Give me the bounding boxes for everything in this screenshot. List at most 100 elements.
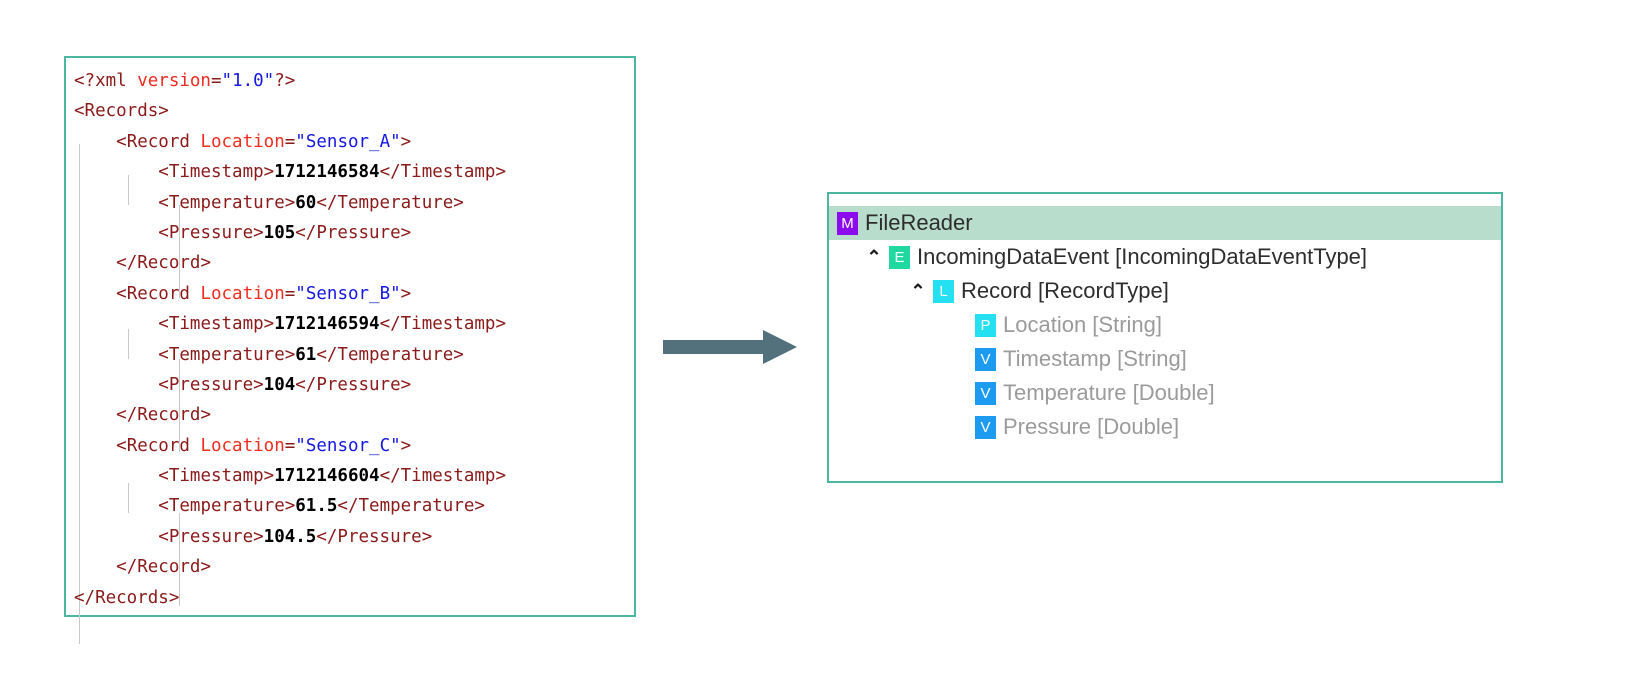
xml-token-txt: 1712146594 (274, 314, 380, 335)
xml-token-tag: > (400, 283, 412, 304)
xml-token-tag: <Record (116, 131, 201, 152)
xml-token-txt: 61 (295, 344, 317, 365)
xml-token-tag: <Record (116, 283, 201, 304)
xml-token-val: "1.0" (221, 71, 275, 91)
tree-row-label: Location [String] (1003, 312, 1162, 337)
xml-token-tag: </Timestamp> (379, 314, 506, 335)
indent-guide (179, 513, 180, 606)
xml-token-tag: <Temperature> (158, 344, 296, 365)
xml-token-txt: 60 (295, 192, 317, 213)
xml-token-attr: Location (200, 131, 285, 152)
indent-guide (179, 205, 180, 298)
xml-token-tag: </Pressure> (316, 526, 433, 547)
tree-row-location[interactable]: P Location [String] (829, 308, 1501, 342)
xml-token-attr: Location (200, 435, 285, 456)
xml-token-txt: 105 (263, 222, 296, 243)
xml-token-tag: </Temperature> (316, 344, 464, 365)
xml-code-line: </Records> (66, 583, 634, 613)
indent-guide (128, 483, 129, 513)
xml-token-txt: 104 (263, 374, 296, 395)
xml-token-tag: </Record> (116, 557, 211, 578)
xml-code-line: <Records> (66, 96, 634, 126)
xml-token-tag: <Temperature> (158, 192, 296, 213)
arrow-right-icon (663, 330, 797, 364)
indent-guide (128, 175, 129, 205)
indent-guide (128, 329, 129, 359)
xml-token-tag: <Pressure> (158, 222, 264, 243)
tree-row-temperature[interactable]: V Temperature [Double] (829, 376, 1501, 410)
node-type-badge-icon: L (933, 279, 954, 303)
xml-token-tag: <Timestamp> (158, 162, 275, 183)
xml-token-txt: 61.5 (295, 496, 338, 517)
xml-token-attr: Location (200, 283, 285, 304)
xml-code-line: <Temperature>61.5</Temperature> (66, 491, 634, 521)
xml-code-line: </Record> (66, 248, 634, 278)
xml-code-line: <Record Location="Sensor_C"> (66, 431, 634, 461)
xml-token-tag: <Timestamp> (158, 466, 275, 487)
xml-code-line: <Pressure>104</Pressure> (66, 370, 634, 400)
xml-code-line: </Record> (66, 552, 634, 582)
node-type-badge-icon: V (975, 347, 996, 371)
tree-row-label: Temperature [Double] (1003, 380, 1215, 405)
xml-token-tag: <?xml (74, 71, 138, 91)
xml-token-tag: <Records> (74, 101, 169, 122)
tree-row-pressure[interactable]: V Pressure [Double] (829, 410, 1501, 444)
xml-token-tag: <Record (116, 435, 201, 456)
xml-token-val: "Sensor_B" (295, 283, 401, 304)
xml-code-lines: <?xml version="1.0"?><Records> <Record L… (66, 66, 634, 613)
xml-token-txt: 1712146604 (274, 466, 380, 487)
tree-row-filereader[interactable]: M FileReader (829, 206, 1501, 240)
xml-code-line: <Record Location="Sensor_B"> (66, 279, 634, 309)
xml-token-tag: </Records> (74, 587, 180, 608)
xml-token-tag: = (210, 71, 222, 91)
xml-token-tag: = (284, 435, 296, 456)
xml-code-line: <Temperature>60</Temperature> (66, 188, 634, 218)
xml-token-tag: </Pressure> (295, 222, 412, 243)
xml-token-tag: > (400, 435, 412, 456)
xml-token-val: "Sensor_A" (295, 131, 401, 152)
xml-token-tag: </Timestamp> (379, 162, 506, 183)
xml-code-line: <Pressure>105</Pressure> (66, 218, 634, 248)
node-type-badge-icon: V (975, 415, 996, 439)
xml-code-line: <Timestamp>1712146604</Timestamp> (66, 461, 634, 491)
xml-token-tag: </Timestamp> (379, 466, 506, 487)
tree-row-label: FileReader (865, 210, 973, 235)
xml-code-line: <?xml version="1.0"?> (66, 66, 634, 96)
xml-token-tag: <Pressure> (158, 526, 264, 547)
xml-token-txt: 1712146584 (274, 162, 380, 183)
xml-token-txt: 104.5 (263, 526, 317, 547)
xml-token-tag: </Pressure> (295, 374, 412, 395)
chevron-up-icon[interactable]: ⌃ (910, 281, 926, 301)
node-type-badge-icon: E (889, 245, 910, 269)
indent-guide (79, 144, 80, 644)
indent-guide (179, 359, 180, 452)
xml-token-attr: version (137, 71, 211, 91)
xml-token-tag: <Timestamp> (158, 314, 275, 335)
xml-token-tag: = (284, 131, 296, 152)
xml-code-line: <Record Location="Sensor_A"> (66, 127, 634, 157)
xml-token-tag: <Pressure> (158, 374, 264, 395)
node-type-badge-icon: V (975, 381, 996, 405)
tree-row-label: IncomingDataEvent [IncomingDataEventType… (917, 244, 1368, 269)
xml-code-line: </Record> (66, 400, 634, 430)
xml-source-panel[interactable]: <?xml version="1.0"?><Records> <Record L… (64, 56, 636, 644)
node-type-badge-icon: P (975, 313, 996, 337)
tree-row-incomingdataevent[interactable]: ⌃ E IncomingDataEvent [IncomingDataEventTy… (829, 240, 1501, 274)
xml-token-tag: </Temperature> (316, 192, 464, 213)
xml-token-tag: ?> (274, 71, 296, 91)
xml-token-val: "Sensor_C" (295, 435, 401, 456)
xml-token-tag: <Temperature> (158, 496, 296, 517)
xml-code-line: <Timestamp>1712146594</Timestamp> (66, 309, 634, 339)
chevron-up-icon[interactable]: ⌃ (866, 247, 882, 267)
xml-code-line: <Timestamp>1712146584</Timestamp> (66, 157, 634, 187)
tree-row-label: Pressure [Double] (1003, 414, 1180, 439)
xml-code-line: <Temperature>61</Temperature> (66, 340, 634, 370)
node-type-badge-icon: M (837, 211, 858, 235)
xml-token-tag: > (400, 131, 412, 152)
xml-token-tag: </Record> (116, 253, 211, 274)
xml-token-tag: </Temperature> (337, 496, 485, 517)
